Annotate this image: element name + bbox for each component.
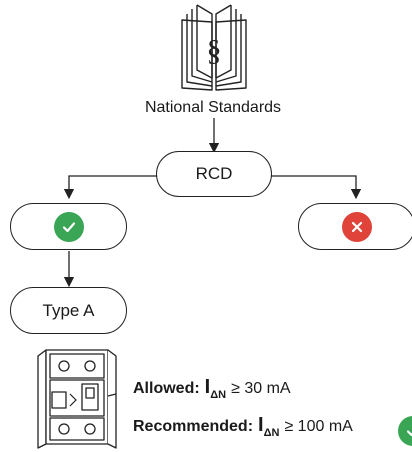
not-allowed-node bbox=[298, 203, 412, 250]
rcd-node: RCD bbox=[156, 151, 272, 197]
recommended-condition: Recommended: I ΔN ≥ 100 mA bbox=[133, 414, 353, 439]
recommended-value: ≥ 100 mA bbox=[284, 418, 353, 435]
allowed-label: Allowed: bbox=[133, 380, 200, 397]
page-title: National Standards bbox=[144, 99, 282, 116]
type-a-node: Type A bbox=[10, 287, 127, 334]
section-symbol: § bbox=[207, 34, 222, 67]
rcd-to-left-arrow bbox=[63, 175, 158, 200]
type-a-label: Type A bbox=[42, 300, 95, 320]
rcd-to-right-arrow bbox=[270, 175, 362, 200]
current-subscript: ΔN bbox=[210, 389, 227, 401]
recommended-label: Recommended: bbox=[133, 418, 254, 435]
rcd-breaker-icon bbox=[37, 349, 117, 449]
rcd-label: RCD bbox=[195, 164, 233, 183]
check-icon bbox=[53, 211, 84, 242]
allowed-value: ≥ 30 mA bbox=[231, 380, 291, 397]
cross-icon bbox=[341, 211, 372, 242]
book-section-icon: § bbox=[181, 4, 247, 91]
current-symbol: I bbox=[204, 376, 211, 398]
allowed-node bbox=[10, 203, 127, 250]
current-subscript: ΔN bbox=[263, 427, 280, 439]
allowed-condition: Allowed: I ΔN ≥ 30 mA bbox=[133, 376, 291, 401]
current-symbol: I bbox=[258, 414, 264, 436]
